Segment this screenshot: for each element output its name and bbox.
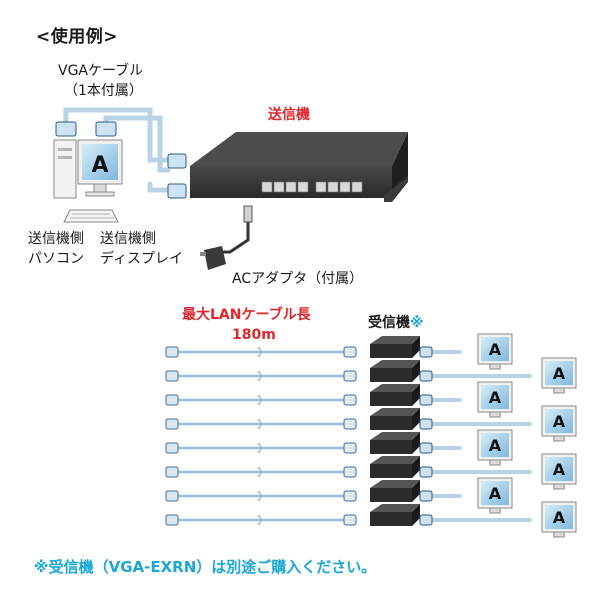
receiver-device <box>370 360 420 382</box>
pc-label-line2: パソコン <box>28 251 84 267</box>
receiver-label: 受信機※ <box>368 314 424 332</box>
svg-text:A: A <box>91 153 108 178</box>
lan-ports <box>261 181 363 193</box>
receiver-stack <box>370 336 420 526</box>
receiver-monitor-icon: A <box>541 501 577 538</box>
lan-cable-rows <box>165 346 357 526</box>
monitor-letter: A <box>489 484 502 503</box>
receiver-device <box>370 456 420 478</box>
max-cable-label: 最大LANケーブル長 <box>182 307 311 323</box>
vga-connectors <box>55 121 187 199</box>
lan-cable <box>165 514 357 526</box>
keyboard-icon <box>63 209 119 223</box>
monitor-letter: A <box>553 460 566 479</box>
receiver-device <box>370 336 420 358</box>
vga-cable <box>63 107 171 193</box>
ac-adapter-icon <box>200 205 253 270</box>
monitor-letter: A <box>489 340 502 359</box>
lan-cable <box>165 346 357 358</box>
pc-tower-icon <box>53 139 77 199</box>
monitor-letter: A <box>489 436 502 455</box>
section-title: <使用例> <box>36 27 118 47</box>
receiver-vga-connectors <box>419 346 433 526</box>
ac-adapter-label: ACアダプタ（付属） <box>232 271 364 287</box>
lan-cable <box>165 394 357 406</box>
lan-cable <box>165 490 357 502</box>
max-cable-length: 180m <box>232 327 276 343</box>
vga-cable-note: （1本付属） <box>64 83 143 99</box>
display-label-line1: 送信機側 <box>100 231 156 247</box>
transmitter-label: 送信機 <box>268 107 310 123</box>
footnote: ※受信機（VGA-EXRN）は別途ご購入ください。 <box>34 558 377 576</box>
receiver-device <box>370 432 420 454</box>
receiver-device <box>370 384 420 406</box>
receiver-monitor-icon: A <box>477 429 513 466</box>
receiver-monitor-icon: A <box>477 381 513 418</box>
sender-monitor-icon: A <box>77 139 123 197</box>
receiver-label-text: 受信機 <box>368 315 410 331</box>
receiver-monitor-icon: A <box>477 477 513 514</box>
receiver-note-mark: ※ <box>410 315 424 331</box>
receiver-device <box>370 408 420 430</box>
lan-cable <box>165 442 357 454</box>
monitor-letter: A <box>489 388 502 407</box>
receiver-monitor-icon: A <box>541 453 577 490</box>
lan-cable <box>165 370 357 382</box>
receiver-device <box>370 480 420 502</box>
receiver-monitor-icon: A <box>541 405 577 442</box>
monitor-letter: A <box>553 412 566 431</box>
receiver-monitors: A A A A A A <box>477 333 577 538</box>
receiver-device <box>370 504 420 526</box>
transmitter-device <box>190 132 408 202</box>
receiver-vga-cables <box>428 350 532 522</box>
lan-cable <box>165 418 357 430</box>
display-label-line2: ディスプレイ <box>100 251 184 267</box>
pc-label-line1: 送信機側 <box>28 231 84 247</box>
monitor-letter: A <box>553 508 566 527</box>
receiver-monitor-icon: A <box>477 333 513 370</box>
receiver-monitor-icon: A <box>541 357 577 394</box>
lan-cable <box>165 466 357 478</box>
vga-cable-label: VGAケーブル <box>58 63 144 79</box>
monitor-letter: A <box>553 364 566 383</box>
